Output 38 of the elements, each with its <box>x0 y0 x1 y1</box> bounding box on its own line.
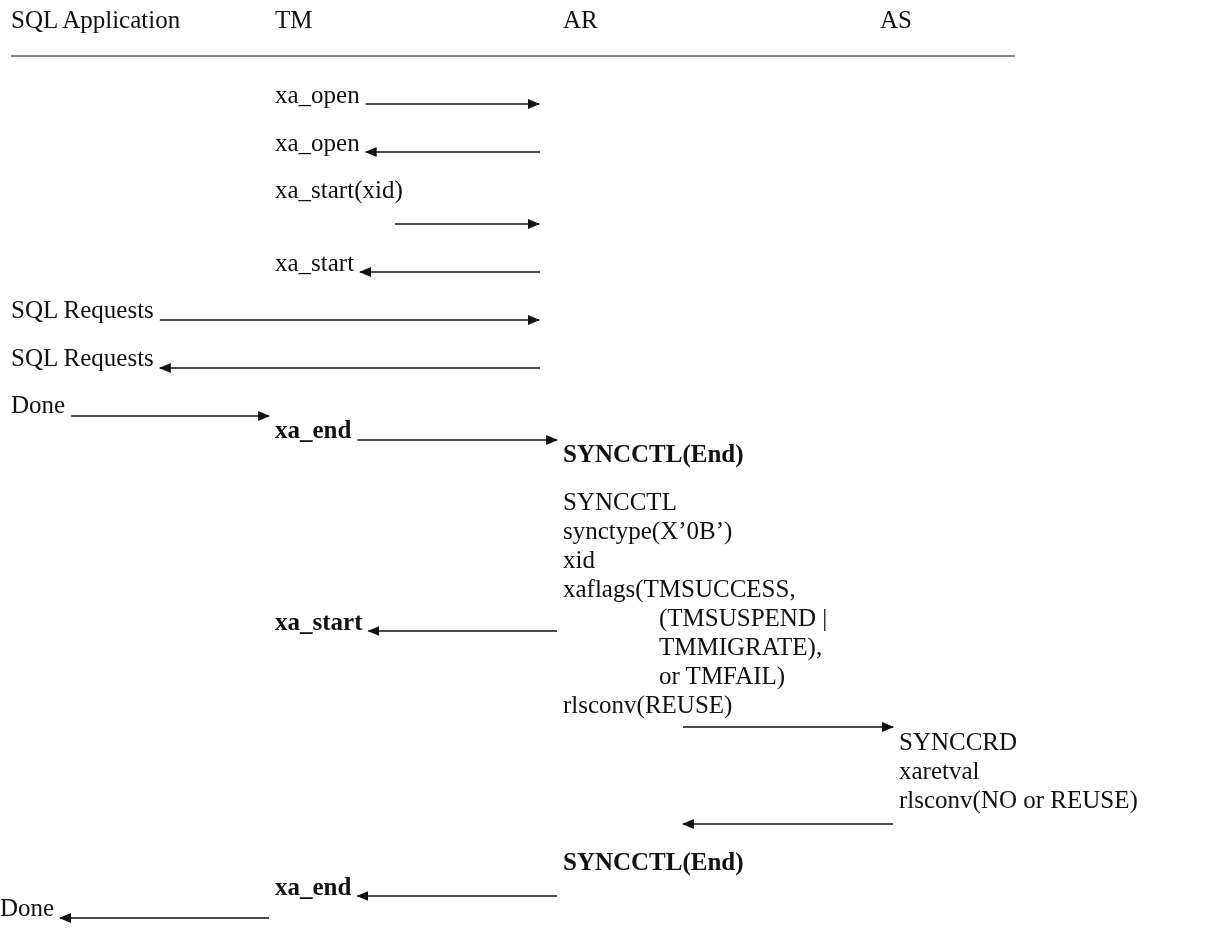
arrow <box>359 267 541 277</box>
column-header: AR <box>563 6 598 34</box>
message-label: SYNCCTL(End) <box>563 847 744 876</box>
message-label: xa_start(xid) <box>275 175 403 204</box>
message-text: xid <box>563 545 596 574</box>
message-label: SYNCCTL(End) <box>563 439 744 468</box>
message-label: xa_end <box>275 415 352 444</box>
arrow <box>59 913 270 923</box>
arrow <box>682 722 894 732</box>
message-text: synctype(X’0B’) <box>563 516 734 545</box>
arrow <box>682 819 894 829</box>
message-label: SQL Requests <box>11 343 154 372</box>
column-header: TM <box>275 6 313 34</box>
message-label: Done <box>0 893 55 922</box>
column-header: SQL Application <box>11 6 181 34</box>
message-text: SYNCCTL <box>563 487 678 516</box>
arrow <box>159 315 540 325</box>
message-text: xaflags(TMSUCCESS, (TMSUSPEND | TMMIGRATE), or TMFAIL) <box>563 574 829 690</box>
arrow <box>356 891 558 901</box>
column-header: AS <box>880 6 912 34</box>
message-label: xa_start <box>275 607 363 636</box>
message-label: xa_start <box>275 248 355 277</box>
arrow <box>356 435 558 445</box>
message-text: xaretval <box>899 756 981 785</box>
message-text: rlsconv(NO or REUSE) <box>899 785 1138 814</box>
message-text: SYNCCRD <box>899 727 1019 756</box>
message-label: xa_open <box>275 128 360 157</box>
arrow <box>364 147 541 157</box>
arrow <box>365 99 540 109</box>
message-label: xa_open <box>275 80 360 109</box>
arrow <box>70 411 270 421</box>
message-label: Done <box>11 390 66 419</box>
message-text: rlsconv(REUSE) <box>563 690 734 719</box>
message-label: xa_end <box>275 872 352 901</box>
message-label: SQL Requests <box>11 295 154 324</box>
arrow <box>367 626 558 636</box>
arrow <box>394 219 540 229</box>
arrow <box>158 363 541 373</box>
